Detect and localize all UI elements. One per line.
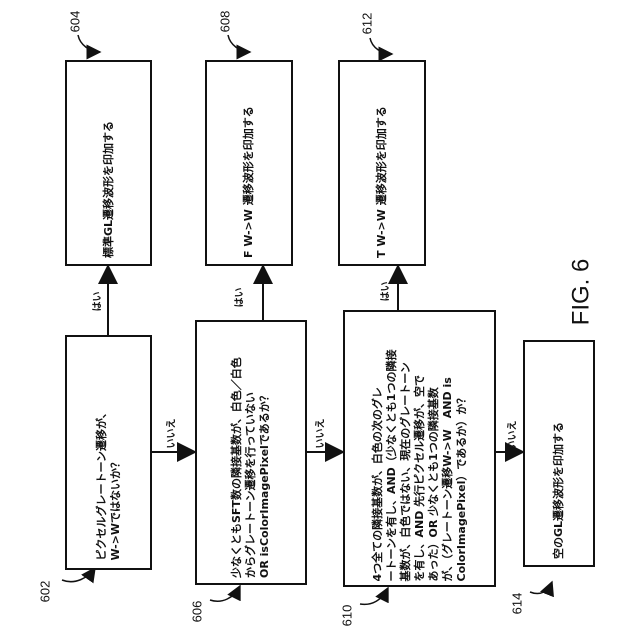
box-604-action: 標準GL遷移波形を印加する [65,60,152,266]
box-610-decision: 4つ全ての隣接基数が、白色の次のグレ ートーンを有し、AND（少なくとも1つの隣… [343,310,496,587]
ref-614: 614 [509,593,524,615]
ref-612: 612 [359,13,374,35]
ref-610: 610 [339,605,354,627]
ref-602: 602 [37,581,52,603]
box-610-text: 4つ全ての隣接基数が、白色の次のグレ ートーンを有し、AND（少なくとも1つの隣… [371,316,469,581]
figure-label: FIG. 6 [567,259,595,326]
ref-606: 606 [189,601,204,623]
leader-608 [228,35,250,52]
box-608-text: F W->W 遷移波形を印加する [242,68,256,258]
edge-label-yes-606: はい [231,288,246,308]
edge-label-no-610: いいえ [504,421,519,451]
box-608-action: F W->W 遷移波形を印加する [205,60,293,266]
box-614-text: 空のGL遷移波形を印加する [552,349,566,559]
box-612-text: T W->W 遷移波形を印加する [375,68,389,258]
box-602-decision: ピクセルグレートーン遷移が、 W->Wではないか？ [65,335,152,570]
edge-label-yes-602: はい [89,292,104,312]
box-606-decision: 少なくともSFT数の隣接基数が、白色／白色 からグレートーン遷移を行っていない … [195,320,307,585]
edge-label-yes-610: はい [377,282,392,302]
ref-604: 604 [67,11,82,33]
box-614-action: 空のGL遷移波形を印加する [523,340,595,567]
leader-612 [370,38,392,54]
leader-606 [210,586,240,601]
box-606-text: 少なくともSFT数の隣接基数が、白色／白色 からグレートーン遷移を行っていない … [230,328,272,578]
leader-610 [360,588,388,604]
leader-614 [530,582,552,594]
box-612-action: T W->W 遷移波形を印加する [338,60,426,266]
leader-602 [62,568,95,582]
box-602-text: ピクセルグレートーン遷移が、 W->Wではないか？ [95,345,123,560]
edge-label-no-602: いいえ [163,419,178,449]
box-604-text: 標準GL遷移波形を印加する [102,68,116,258]
ref-608: 608 [217,11,232,33]
leader-604 [78,35,100,52]
edge-label-no-606: いいえ [312,419,327,449]
